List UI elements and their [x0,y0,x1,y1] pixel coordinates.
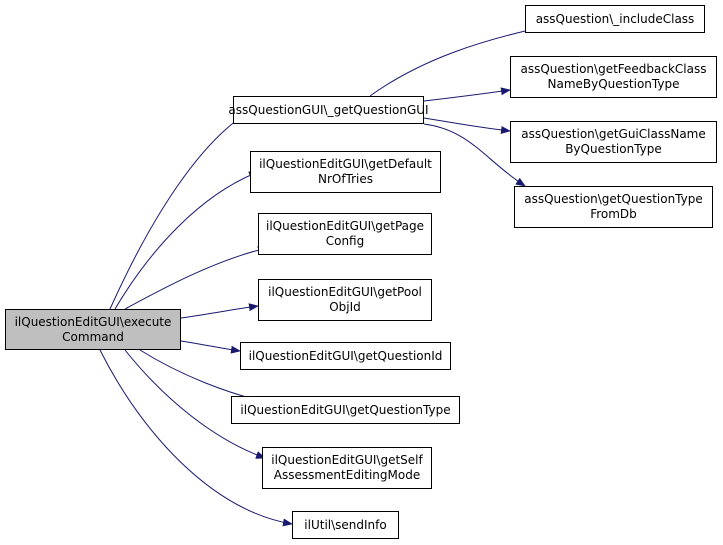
node-label-line: assQuestion\getQuestionType [524,192,703,206]
node-get-gui-class-name[interactable]: assQuestion\getGuiClassName ByQuestionTy… [510,121,717,163]
node-label-line: ByQuestionType [565,142,662,156]
node-get-question-gui[interactable]: assQuestionGUI\_getQuestionGUI [228,96,429,124]
node-label-line: ilQuestionEditGUI\getPage [266,219,424,233]
edge-root-to-getSelfAssessmentEditingMode [124,349,266,459]
node-get-default-nr-of-tries[interactable]: ilQuestionEditGUI\getDefault NrOfTries [250,151,441,193]
node-label-line: ilQuestionEditGUI\execute [14,314,172,329]
node-include-class[interactable]: assQuestion\_includeClass [525,5,705,33]
node-label-line: ilUtil\sendInfo [304,517,387,532]
edge-root-to-getDefaultNrOfTries [114,171,259,310]
node-label-line: assQuestionGUI\_getQuestionGUI [228,102,429,117]
node-get-page-config[interactable]: ilQuestionEditGUI\getPage Config [258,213,432,255]
node-label-line: Command [62,329,124,344]
edge-getQuestionGUI-to-getFeedbackClassName [423,87,511,102]
node-label-line: Config [325,234,365,248]
node-get-question-id[interactable]: ilQuestionEditGUI\getQuestionId [240,342,451,370]
node-label-line: ilQuestionEditGUI\getQuestionId [248,348,443,363]
node-label-line: NrOfTries [317,172,374,186]
node-label-line: assQuestion\getGuiClassName [521,127,706,141]
node-get-feedback-class-name[interactable]: assQuestion\getFeedbackClass NameByQuest… [510,56,717,98]
node-label-line: assQuestion\getFeedbackClass [520,62,707,76]
node-send-info[interactable]: ilUtil\sendInfo [292,511,399,539]
node-get-question-type-from-db[interactable]: assQuestion\getQuestionType FromDb [514,186,713,228]
node-get-question-type[interactable]: ilQuestionEditGUI\getQuestionType [231,396,460,424]
edge-root-to-sendInfo [99,349,293,527]
node-label-line: NameByQuestionType [547,77,680,91]
edge-root-to-getPageConfig [124,246,268,310]
node-get-self-assessment-editing-mode[interactable]: ilQuestionEditGUI\getSelf AssessmentEdit… [262,447,432,489]
edge-root-to-getQuestionGUI [109,109,253,310]
node-label-line: ObjId [329,300,361,314]
node-label-line: ilQuestionEditGUI\getQuestionType [240,402,451,417]
node-label-line: AssessmentEditingMode [273,468,421,482]
node-root-execute-command: ilQuestionEditGUI\execute Command [5,309,181,350]
node-label-line: FromDb [590,207,637,221]
edge-getQuestionGUI-to-getGuiClassName [423,117,511,134]
edge-root-to-getPoolObjId [180,303,259,319]
node-get-pool-obj-id[interactable]: ilQuestionEditGUI\getPool ObjId [258,279,432,321]
node-label-line: ilQuestionEditGUI\getPool [268,285,422,299]
edge-getQuestionGUI-to-getQuestionTypeFromDb [423,123,526,187]
node-label-line: ilQuestionEditGUI\getSelf [271,453,423,467]
node-label-line: ilQuestionEditGUI\getDefault [259,157,432,171]
node-label-line: assQuestion\_includeClass [535,11,695,26]
edge-root-to-getQuestionId [180,340,241,354]
